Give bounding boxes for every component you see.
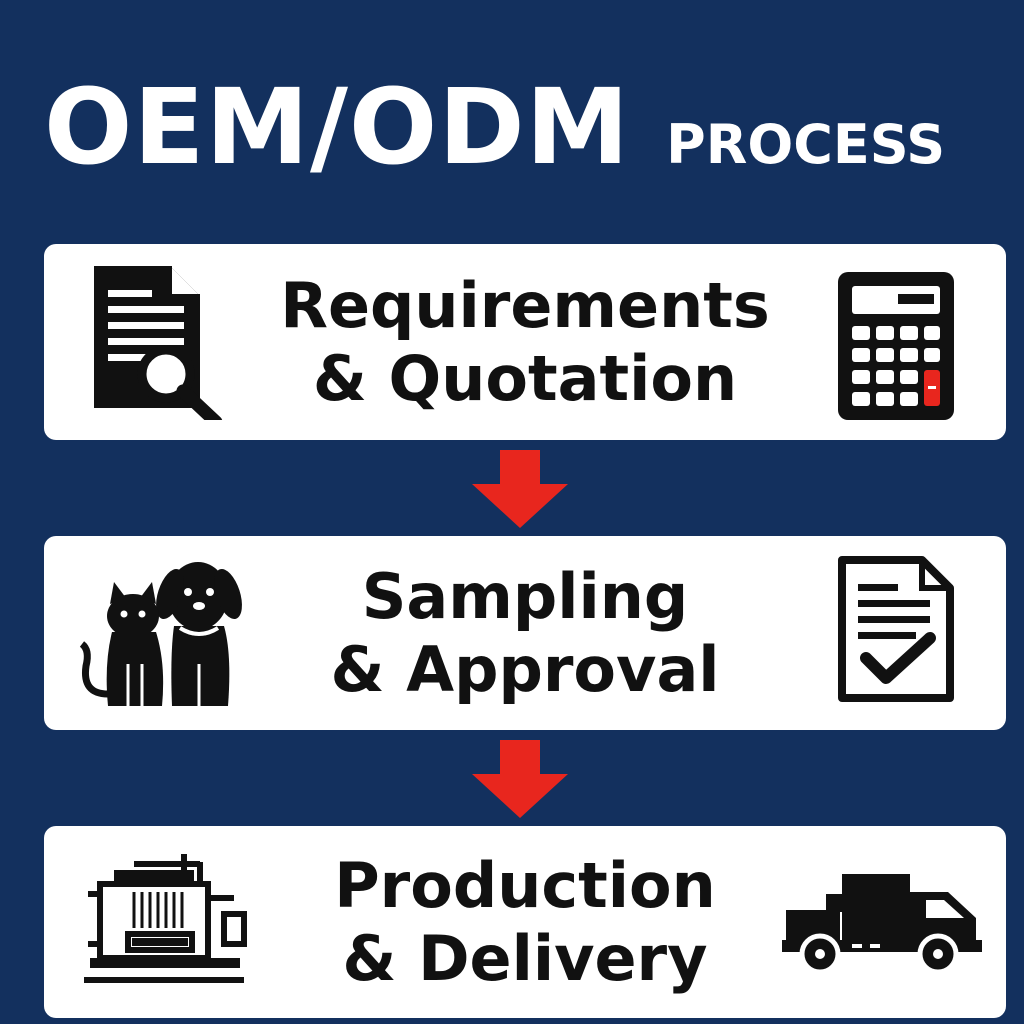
step-subtitle: & Approval [330,633,720,706]
cat-and-dog-icon [79,562,242,706]
step-title: Sampling [361,559,689,633]
step-production-delivery: Production & Delivery [44,826,1006,1018]
page-title: OEM/ODM PROCESS [44,66,945,188]
step-title: Production [334,848,716,922]
delivery-truck-icon [782,874,982,975]
document-search-icon [94,266,223,420]
step-subtitle: & Quotation [312,342,738,415]
step-requirements-quotation: Requirements & Quotation [44,244,1006,440]
down-arrow [472,450,568,528]
title-sub: PROCESS [666,113,946,176]
step-label: Requirements & Quotation [244,244,806,440]
step-subtitle: & Delivery [342,922,708,995]
step-label: Production & Delivery [244,826,806,1018]
step-sampling-approval: Sampling & Approval [44,536,1006,730]
step-title: Requirements [280,268,770,342]
checklist-document-icon [838,556,954,702]
machine-icon [84,854,247,983]
step-label: Sampling & Approval [244,536,806,730]
title-main: OEM/ODM [44,66,631,188]
down-arrow [472,740,568,818]
calculator-icon [838,272,954,420]
